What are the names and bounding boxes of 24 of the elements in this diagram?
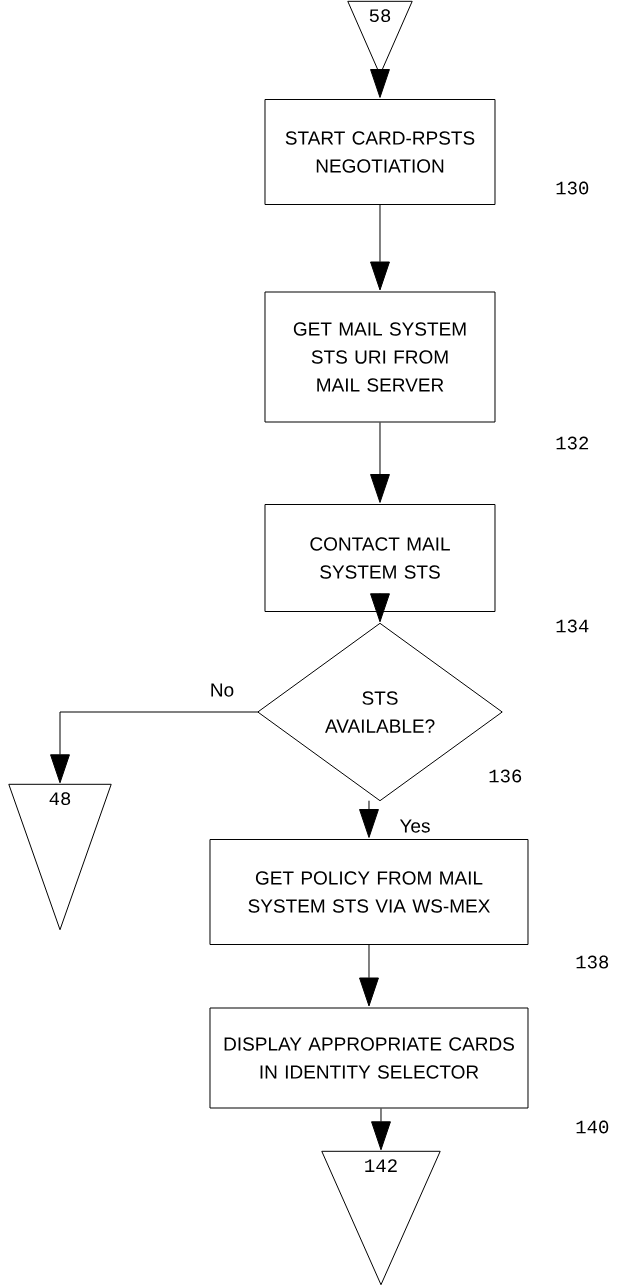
arrow bbox=[371, 1108, 391, 1151]
arrow bbox=[370, 204, 390, 291]
edge-label: Yes bbox=[398, 818, 432, 834]
reference-number: 130 bbox=[556, 181, 589, 195]
reference-number: 138 bbox=[576, 955, 609, 969]
reference-number: 140 bbox=[576, 1120, 609, 1134]
connector-triangle: 58 bbox=[347, 0, 413, 76]
connector-triangle: 142 bbox=[321, 1150, 441, 1285]
arrow bbox=[359, 944, 379, 1007]
process-box: CONTACT MAIL SYSTEM STS bbox=[264, 504, 496, 612]
process-box: START CARD-RPSTS NEGOTIATION bbox=[264, 99, 496, 205]
process-box: DISPLAY APPROPRIATE CARDS IN IDENTITY SELECTOR bbox=[209, 1007, 529, 1109]
arrow bbox=[370, 422, 390, 503]
arrow bbox=[50, 711, 259, 784]
arrow bbox=[370, 593, 390, 623]
arrow bbox=[370, 68, 390, 98]
process-box: GET MAIL SYSTEM STS URI FROM MAIL SERVER bbox=[264, 291, 496, 423]
reference-number: 134 bbox=[556, 619, 589, 633]
connector-triangle: 48 bbox=[8, 783, 112, 931]
reference-number: 132 bbox=[556, 436, 589, 450]
reference-number: 136 bbox=[489, 769, 522, 783]
edge-label: No bbox=[208, 682, 236, 698]
process-box: GET POLICY FROM MAIL SYSTEM STS VIA WS-MEX bbox=[209, 839, 529, 945]
arrow bbox=[359, 800, 379, 838]
